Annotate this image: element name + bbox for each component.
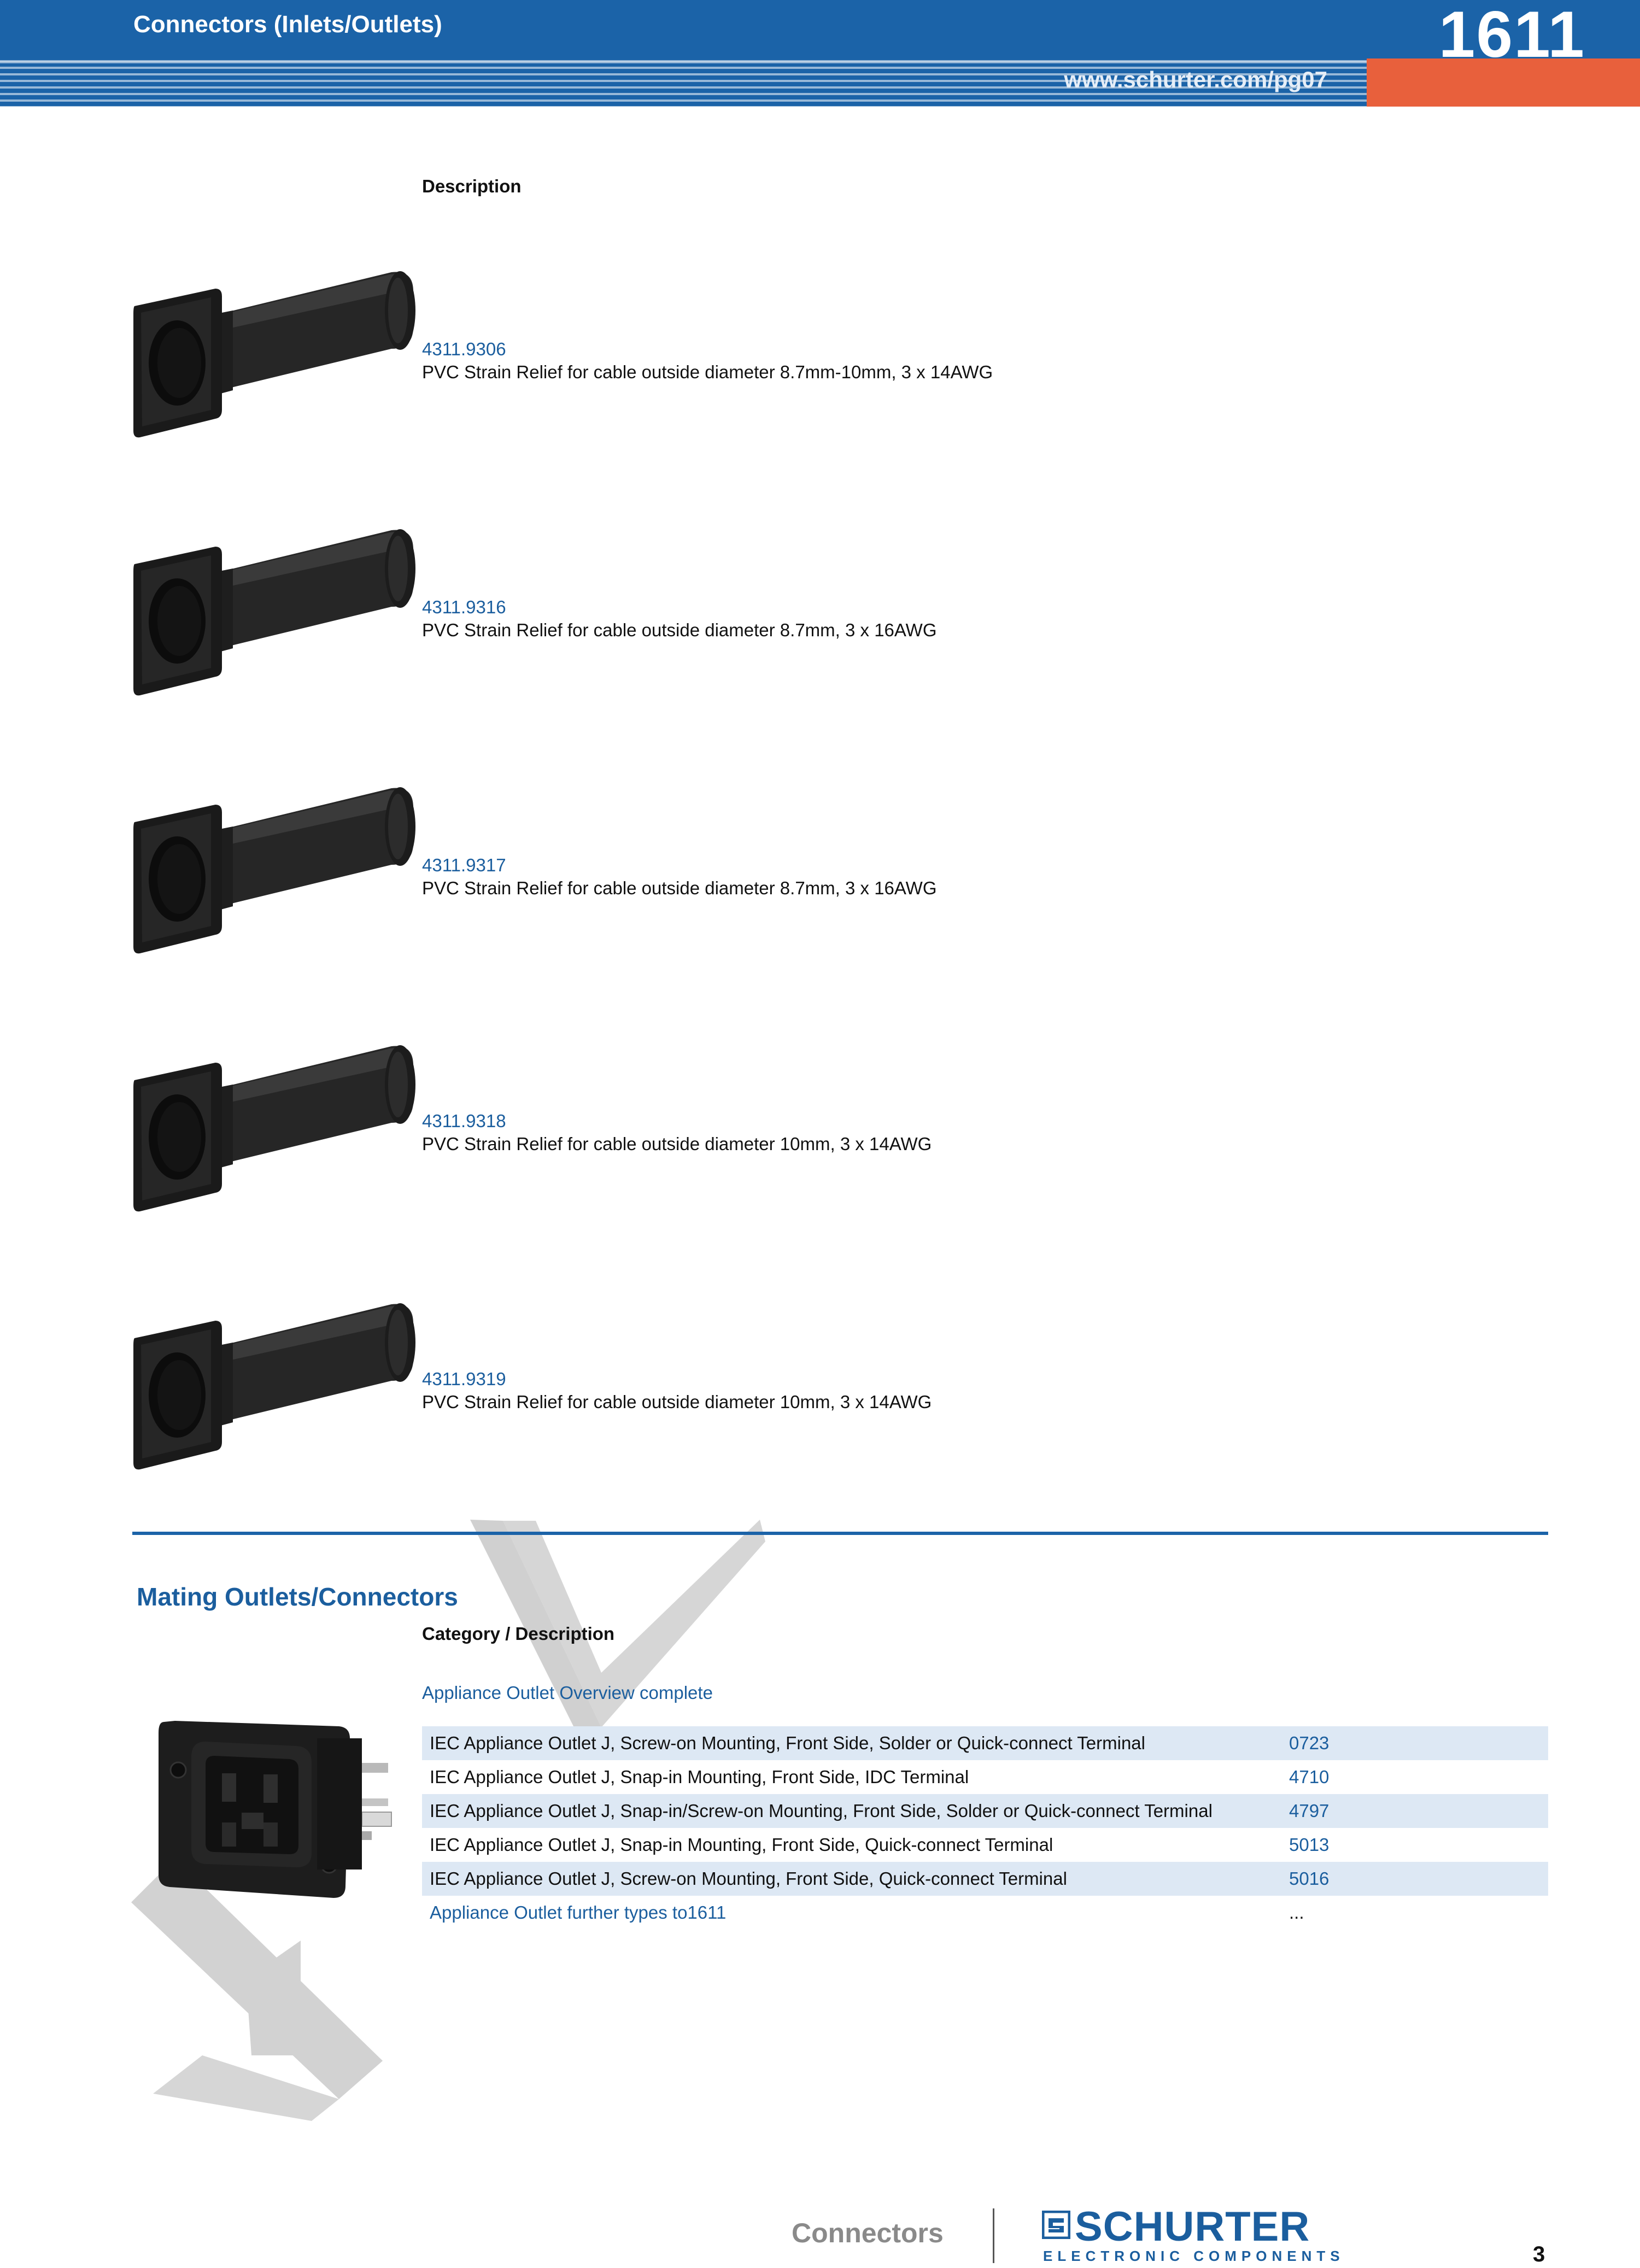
product-description: PVC Strain Relief for cable outside diam… (422, 878, 937, 898)
table-row[interactable]: IEC Appliance Outlet J, Snap-in Mounting… (422, 1828, 1548, 1862)
table-row[interactable]: IEC Appliance Outlet J, Snap-in Mounting… (422, 1760, 1548, 1794)
further-types-link[interactable]: Appliance Outlet further types to1611 (430, 1902, 727, 1923)
strain-relief-image (133, 787, 415, 954)
row-code-link[interactable]: 5013 (1289, 1835, 1329, 1855)
table-row[interactable]: IEC Appliance Outlet J, Screw-on Mountin… (422, 1726, 1548, 1760)
table-row[interactable]: IEC Appliance Outlet J, Screw-on Mountin… (422, 1862, 1548, 1896)
row-description: IEC Appliance Outlet J, Screw-on Mountin… (430, 1733, 1145, 1753)
description-heading: Description (422, 176, 522, 196)
iec-outlet-image (159, 1721, 392, 1898)
row-description: IEC Appliance Outlet J, Snap-in/Screw-on… (430, 1801, 1213, 1821)
row-description: IEC Appliance Outlet J, Screw-on Mountin… (430, 1868, 1067, 1889)
product-description: PVC Strain Relief for cable outside diam… (422, 1392, 932, 1412)
product-item: 4311.9316 PVC Strain Relief for cable ou… (0, 525, 1640, 696)
header-title: Connectors (Inlets/Outlets) (133, 11, 442, 38)
watermark-shape (131, 1520, 765, 2121)
row-description: IEC Appliance Outlet J, Snap-in Mounting… (430, 1835, 1053, 1855)
product-code-link[interactable]: 4311.9306 (422, 339, 506, 359)
product-description: PVC Strain Relief for cable outside diam… (422, 620, 937, 640)
strain-relief-image (133, 1045, 415, 1212)
product-code-link[interactable]: 4311.9318 (422, 1111, 506, 1131)
brand-subtitle: ELECTRONIC COMPONENTS (1043, 2248, 1345, 2264)
product-description: PVC Strain Relief for cable outside diam… (422, 1134, 932, 1154)
product-item: 4311.9319 PVC Strain Relief for cable ou… (0, 1299, 1640, 1470)
category-heading: Category / Description (422, 1624, 615, 1644)
table-row[interactable]: IEC Appliance Outlet J, Snap-in/Screw-on… (422, 1794, 1548, 1828)
footer-category-label: Connectors (792, 2218, 944, 2248)
mating-section-title: Mating Outlets/Connectors (137, 1583, 458, 1611)
overview-link[interactable]: Appliance Outlet Overview complete (422, 1683, 713, 1703)
row-code-link[interactable]: 5016 (1289, 1868, 1329, 1889)
row-code-link[interactable]: 4710 (1289, 1767, 1329, 1787)
brand-name: SCHURTER (1075, 2203, 1310, 2250)
product-code-link[interactable]: 4311.9317 (422, 855, 506, 875)
row-description: IEC Appliance Outlet J, Snap-in Mounting… (430, 1767, 969, 1787)
product-code-link[interactable]: 4311.9316 (422, 597, 506, 617)
strain-relief-image (133, 1303, 415, 1470)
table-row[interactable]: Appliance Outlet further types to1611 ..… (422, 1896, 1548, 1930)
product-item: 4311.9306 PVC Strain Relief for cable ou… (0, 267, 1640, 438)
footer-separator (993, 2208, 994, 2263)
mating-outlets-table: IEC Appliance Outlet J, Screw-on Mountin… (422, 1726, 1548, 1930)
row-code-link[interactable]: 0723 (1289, 1733, 1329, 1753)
row-code-link[interactable]: 4797 (1289, 1801, 1329, 1821)
product-code-link[interactable]: 4311.9319 (422, 1369, 506, 1389)
page-number: 3 (1533, 2242, 1545, 2266)
section-divider (132, 1532, 1548, 1535)
strain-relief-image (133, 529, 415, 696)
header-accent-block (1367, 58, 1640, 107)
schurter-logo-icon (1042, 2211, 1070, 2239)
product-description: PVC Strain Relief for cable outside diam… (422, 362, 993, 382)
product-item: 4311.9317 PVC Strain Relief for cable ou… (0, 783, 1640, 954)
website-link[interactable]: www.schurter.com/pg07 (1064, 67, 1327, 92)
header-stripes (0, 60, 1367, 107)
row-code-ellipsis: ... (1289, 1902, 1304, 1923)
product-item: 4311.9318 PVC Strain Relief for cable ou… (0, 1041, 1640, 1212)
strain-relief-image (133, 271, 415, 438)
